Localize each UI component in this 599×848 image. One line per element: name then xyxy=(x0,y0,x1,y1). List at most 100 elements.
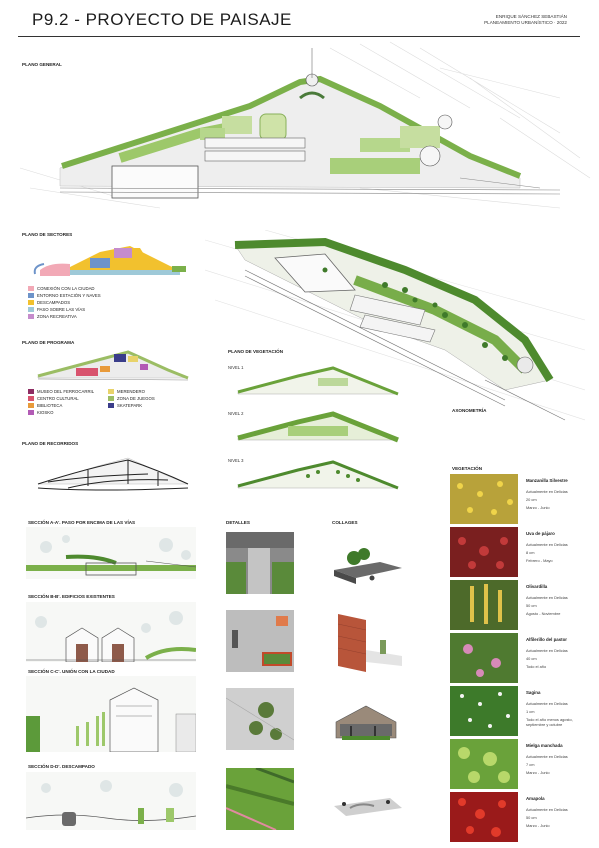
nivel2-label: NIVEL 2 xyxy=(228,411,244,416)
seccion-d-label: SECCIÓN D-D'. DESCAMPADO xyxy=(28,764,95,769)
veg-name: Sagina xyxy=(526,690,541,695)
legend-swatch xyxy=(28,410,34,415)
veg-photo xyxy=(450,474,518,524)
veg-info: Actualmente en Delicias xyxy=(526,542,568,547)
veg-name: Amapola xyxy=(526,796,545,801)
legend-swatch xyxy=(108,389,114,394)
legend-item: ZONA RECREATIVA xyxy=(28,313,101,320)
legend-swatch xyxy=(108,403,114,408)
veg-size: 50 cm xyxy=(526,815,537,820)
legend-item: BIBLIOTECA xyxy=(28,402,108,409)
author-block: ENRIQUE SÁNCHEZ SEBASTIÁN PLANEAMIENTO U… xyxy=(484,14,567,26)
legend-item: KIOSKO xyxy=(28,409,108,416)
veg-season: Febrero - Mayo xyxy=(526,558,553,563)
nivel3-label: NIVEL 3 xyxy=(228,458,244,463)
detalle-image-2 xyxy=(226,610,294,672)
veg-size: 20 cm xyxy=(526,497,537,502)
veg-info: Actualmente en Delicias xyxy=(526,489,568,494)
vegetacion-levels xyxy=(237,366,399,490)
legend-swatch xyxy=(28,293,34,298)
collage-image-3 xyxy=(335,705,397,740)
veg-season: Todo el año menos agosto, septiembre y o… xyxy=(526,717,573,727)
legend-swatch xyxy=(28,314,34,319)
nivel1-map xyxy=(237,366,399,396)
legend-swatch xyxy=(28,286,34,291)
detalles-label: DETALLES xyxy=(226,520,250,525)
axonometria-label: AXONOMETRÍA xyxy=(452,408,487,413)
veg-info: Actualmente en Delicias xyxy=(526,754,568,759)
veg-season: Agosto - Noviembre xyxy=(526,611,561,616)
plano-general-label: PLANO GENERAL xyxy=(22,62,62,67)
legend-item: MUSEO DEL FERROCARRIL xyxy=(28,388,108,395)
detalle-image-3 xyxy=(226,688,294,750)
veg-info: Actualmente en Delicias xyxy=(526,595,568,600)
legend-item: ZONA DE JUEGOS xyxy=(108,395,188,402)
recorridos-map xyxy=(37,457,189,491)
veg-size: 8 cm xyxy=(526,550,535,555)
legend-item: DESCAMPADOS xyxy=(28,299,101,306)
veg-info: Actualmente en Delicias xyxy=(526,648,568,653)
veg-name: Olivardilla xyxy=(526,584,548,589)
collage-image-1 xyxy=(334,548,402,584)
collage-image-4 xyxy=(334,798,402,816)
legend-item: ENTORNO ESTACIÓN Y NAVES xyxy=(28,292,101,299)
collage-image-2 xyxy=(337,614,402,672)
seccion-d-image xyxy=(26,772,196,830)
nivel2-map xyxy=(237,411,399,443)
veg-size: 1 cm xyxy=(526,709,535,714)
legend-swatch xyxy=(108,396,114,401)
subject-name: PLANEAMIENTO URBANÍSTICO · 2022 xyxy=(484,20,567,25)
veg-info: Actualmente en Delicias xyxy=(526,807,568,812)
plano-programa-label: PLANO DE PROGRAMA xyxy=(22,340,75,345)
legend-item: SKATEPARK xyxy=(108,402,188,409)
axonometria-image xyxy=(205,230,585,421)
veg-info: Actualmente en Delicias xyxy=(526,701,568,706)
veg-name: Manzanilla Silvestre xyxy=(526,478,568,483)
seccion-a-label: SECCIÓN A-A'. PASO POR ENCIMA DE LAS VÍA… xyxy=(28,520,136,525)
page-title: P9.2 - PROYECTO DE PAISAJE xyxy=(32,10,292,29)
detalle-image-1 xyxy=(226,532,294,594)
collages-label: COLLAGES xyxy=(332,520,358,525)
sectores-legend: CONEXIÓN CON LA CIUDAD ENTORNO ESTACIÓN … xyxy=(28,285,101,320)
nivel3-map xyxy=(237,460,399,490)
veg-season: Marzo - Junio xyxy=(526,770,550,775)
programa-map xyxy=(37,350,189,381)
veg-season: Todo el año xyxy=(526,664,547,669)
author-name: ENRIQUE SÁNCHEZ SEBASTIÁN xyxy=(495,14,567,19)
veg-season: Marzo - Junio xyxy=(526,823,550,828)
plano-recorridos-label: PLANO DE RECORRIDOS xyxy=(22,441,79,446)
veg-size: 40 cm xyxy=(526,656,537,661)
legend-swatch xyxy=(28,307,34,312)
seccion-b-label: SECCIÓN B-B'. EDIFICIOS EXISTENTES xyxy=(28,594,115,599)
legend-swatch xyxy=(28,403,34,408)
seccion-c-image xyxy=(26,676,196,752)
veg-name: Alfilerillo del pastor xyxy=(526,637,567,642)
veg-photo xyxy=(450,580,518,630)
plano-general-map xyxy=(19,41,591,209)
seccion-b-image xyxy=(26,602,196,662)
plano-sectores-label: PLANO DE SECTORES xyxy=(22,232,73,237)
legend-swatch xyxy=(28,389,34,394)
veg-season: Marzo - Junio xyxy=(526,505,550,510)
veg-photo xyxy=(450,739,518,789)
nivel1-label: NIVEL 1 xyxy=(228,365,244,370)
seccion-c-label: SECCIÓN C-C'. UNIÓN CON LA CIUDAD xyxy=(28,669,115,674)
veg-photo xyxy=(450,686,518,736)
veg-name: Mielga manchada xyxy=(526,743,563,748)
sectores-map xyxy=(33,246,186,276)
veg-size: 50 cm xyxy=(526,603,537,608)
veg-photo xyxy=(450,633,518,683)
seccion-a-image xyxy=(26,527,196,579)
legend-item: MERENDERO xyxy=(108,388,188,395)
header-rule xyxy=(18,36,580,37)
legend-swatch xyxy=(28,300,34,305)
legend-swatch xyxy=(28,396,34,401)
programa-legend: MUSEO DEL FERROCARRIL CENTRO CULTURAL BI… xyxy=(28,388,188,416)
